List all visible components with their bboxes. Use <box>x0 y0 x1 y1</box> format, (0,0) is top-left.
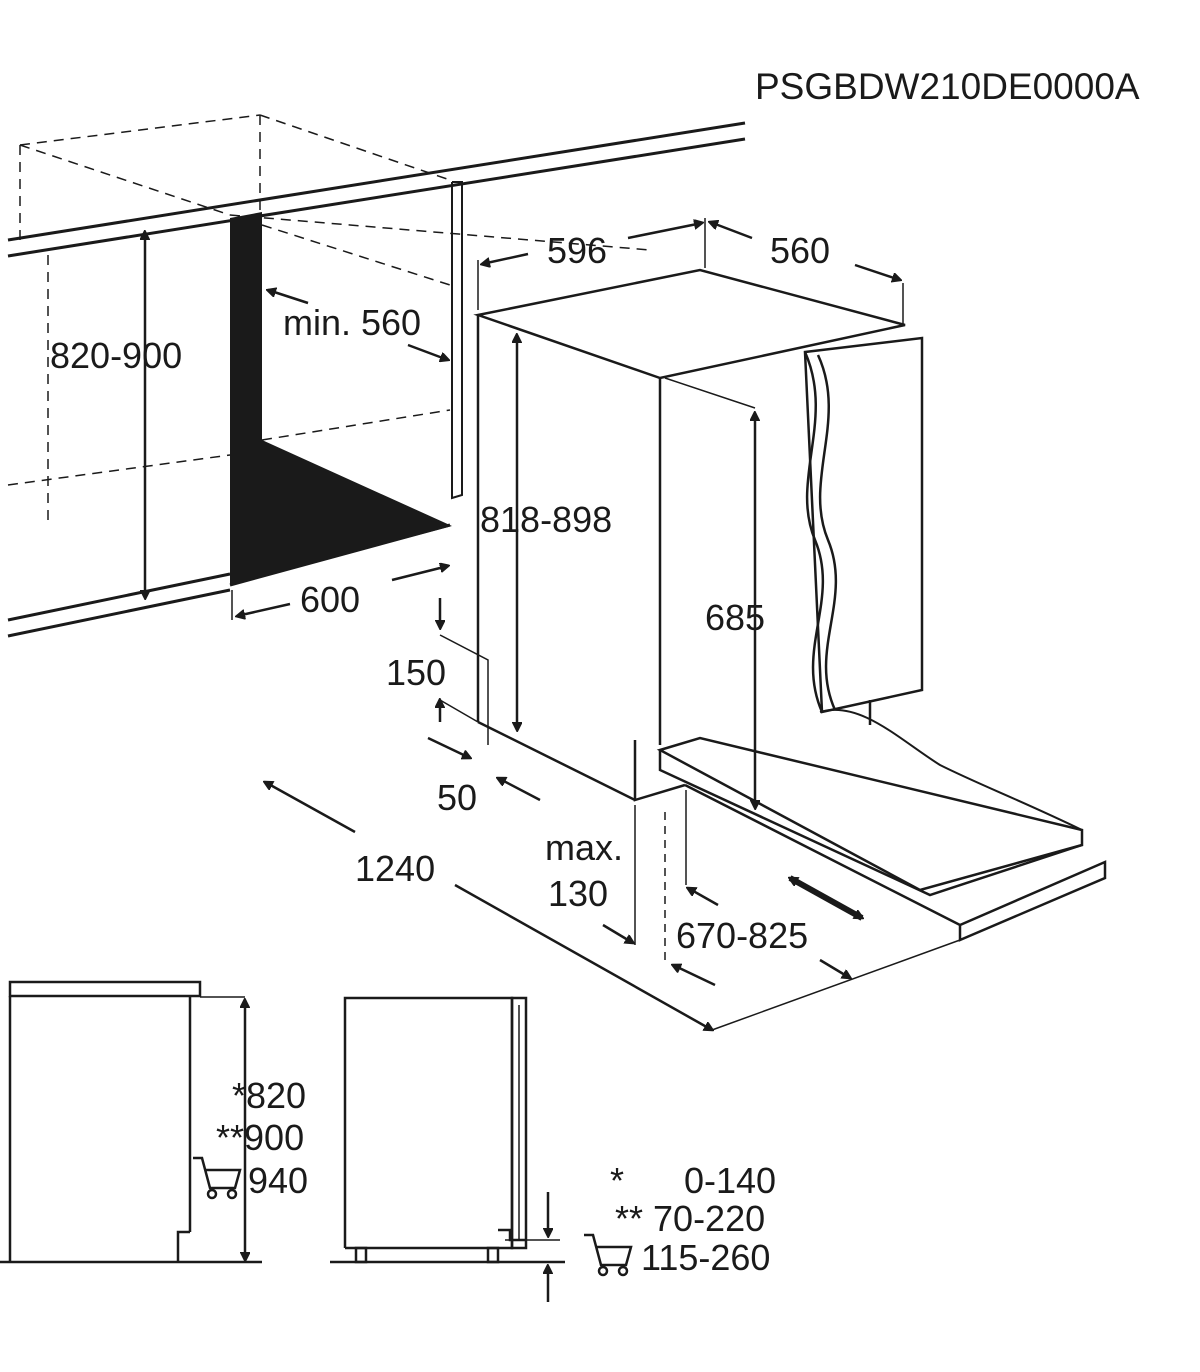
cart-icon-right <box>584 1233 633 1277</box>
model-code: PSGBDW210DE0000A <box>755 66 1140 107</box>
niche-shadow <box>230 212 452 585</box>
height-cart-label: 940 <box>248 1160 309 1201</box>
max-label: max. <box>545 827 624 868</box>
appliance-height-label: 818-898 <box>480 499 613 540</box>
open-depth-label: 1240 <box>355 848 436 889</box>
door-height-label: 685 <box>705 597 766 638</box>
countertop <box>7 121 746 258</box>
max-value-label: 130 <box>548 873 609 914</box>
side-elevation-left <box>0 980 262 1264</box>
cart-icon-left <box>193 1156 242 1200</box>
plinth-star-symbol: * <box>610 1160 625 1201</box>
plinth-cart-label: 115-260 <box>641 1237 771 1278</box>
side-panel <box>451 181 463 500</box>
appliance-width-label: 596 <box>547 230 608 271</box>
plinth-double-star-label: ** 70-220 <box>615 1198 766 1239</box>
niche-height-label: 820-900 <box>50 335 183 376</box>
height-star-label: *820 <box>232 1075 307 1116</box>
door-panel-range-label: 670-825 <box>676 915 809 956</box>
plinth-star-label: 0-140 <box>684 1160 777 1201</box>
appliance-depth-label: 560 <box>770 230 831 271</box>
plinth-height-label: 150 <box>386 652 447 693</box>
niche-width-label: 600 <box>300 579 361 620</box>
niche-depth-label: min. 560 <box>283 302 422 343</box>
cabinet-outline <box>7 114 651 520</box>
side-elevation-right <box>330 996 565 1302</box>
plinth-depth-label: 50 <box>437 777 478 818</box>
height-double-star-label: **900 <box>216 1117 305 1158</box>
